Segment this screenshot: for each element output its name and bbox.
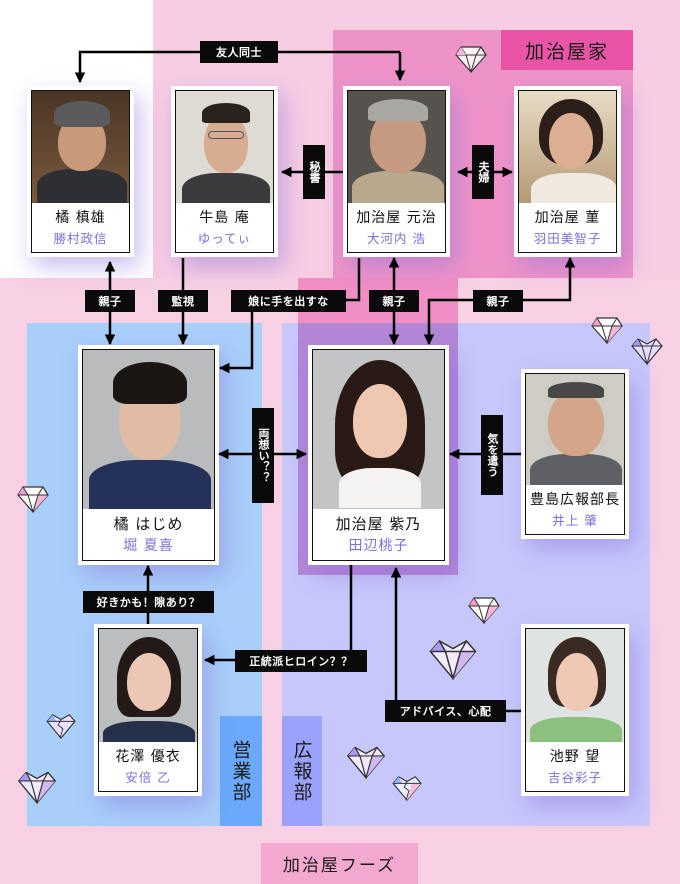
company-label-text: 加治屋フーズ bbox=[282, 856, 397, 876]
relation-tag-parent-child-sumire: 親子 bbox=[473, 290, 523, 312]
portrait-photo bbox=[526, 629, 624, 742]
role-name: 橘 はじめ bbox=[113, 515, 184, 533]
diamond-icon bbox=[17, 486, 49, 513]
character-card-hajime[interactable]: 橘 はじめ堀 夏喜 bbox=[78, 345, 219, 565]
role-name: 橘 槙雄 bbox=[55, 210, 106, 226]
company-label: 加治屋フーズ bbox=[261, 843, 418, 884]
heart-gem-icon bbox=[429, 640, 477, 680]
character-card-toyoshima[interactable]: 豊島広報部長井上 肇 bbox=[521, 369, 629, 539]
diamond-icon bbox=[455, 46, 487, 73]
actor-name: 羽田美智子 bbox=[533, 231, 602, 246]
actor-name: 勝村政信 bbox=[53, 231, 108, 246]
relation-text: 好きかも！隙あり？ bbox=[96, 596, 201, 609]
character-card-makio[interactable]: 橘 槙雄勝村政信 bbox=[27, 86, 134, 257]
relation-tag-friends: 友人同士 bbox=[200, 41, 278, 63]
portrait-photo bbox=[83, 350, 214, 509]
role-name: 加治屋 元治 bbox=[356, 210, 437, 226]
relation-tag-watch: 監視 bbox=[158, 290, 208, 312]
relation-text: 気を遣う bbox=[486, 433, 499, 477]
pr-dept-label: 広報部 bbox=[282, 716, 322, 826]
relation-tag-secretary: 秘書 bbox=[303, 145, 325, 199]
relation-text: 親子 bbox=[486, 295, 510, 308]
sales-dept-label: 営業部 bbox=[220, 716, 262, 826]
character-card-nozomi[interactable]: 池野 望吉谷彩子 bbox=[521, 624, 629, 796]
family-label: 加治屋家 bbox=[501, 30, 633, 70]
role-name: 豊島広報部長 bbox=[530, 492, 620, 508]
relation-tag-considerate: 気を遣う bbox=[481, 415, 503, 495]
relation-tag-parent-child-makio: 親子 bbox=[85, 290, 135, 312]
character-card-yui[interactable]: 花澤 優衣安倍 乙 bbox=[94, 624, 202, 796]
relation-tag-mutual-love: 両想い？？ bbox=[252, 408, 274, 503]
actor-name: 井上 肇 bbox=[552, 513, 598, 528]
portrait-photo bbox=[99, 629, 197, 742]
family-label-text: 加治屋家 bbox=[524, 40, 609, 63]
role-name: 牛島 庵 bbox=[199, 210, 250, 226]
portrait-photo bbox=[313, 350, 444, 509]
portrait-photo bbox=[176, 91, 273, 203]
broken-heart-gem-icon bbox=[392, 776, 422, 801]
relation-tag-maybe-like: 好きかも！隙あり？ bbox=[83, 591, 214, 613]
role-name: 花澤 優衣 bbox=[115, 749, 181, 765]
pr-dept-label-text: 広報部 bbox=[290, 739, 313, 803]
relation-text: 親子 bbox=[98, 295, 122, 308]
role-name: 池野 望 bbox=[549, 749, 601, 765]
relation-tag-parent-child-motoharu: 親子 bbox=[369, 290, 419, 312]
relation-text: 監視 bbox=[171, 295, 195, 308]
relation-text: 親子 bbox=[382, 295, 406, 308]
actor-name: 大河内 浩 bbox=[367, 231, 426, 246]
relation-tag-advice: アドバイス、心配 bbox=[385, 700, 506, 722]
portrait-photo bbox=[32, 91, 129, 203]
heart-gem-icon bbox=[631, 338, 663, 365]
sales-dept-label-text: 営業部 bbox=[229, 739, 252, 803]
portrait-photo bbox=[348, 91, 445, 203]
actor-name: 田辺桃子 bbox=[348, 538, 409, 554]
relation-text: 正統派ヒロイン？？ bbox=[249, 655, 353, 668]
character-card-ushijima[interactable]: 牛島 庵ゆってぃ bbox=[171, 86, 278, 257]
character-card-shino[interactable]: 加治屋 紫乃田辺桃子 bbox=[308, 345, 449, 565]
relation-text: 友人同士 bbox=[216, 46, 262, 59]
character-card-sumire[interactable]: 加治屋 菫羽田美智子 bbox=[514, 86, 621, 257]
role-name: 加治屋 紫乃 bbox=[335, 515, 422, 533]
diamond-icon bbox=[468, 597, 500, 624]
relation-text: アドバイス、心配 bbox=[399, 705, 492, 718]
portrait-photo bbox=[526, 374, 624, 485]
relation-text: 両想い？？ bbox=[257, 428, 270, 483]
actor-name: 安倍 乙 bbox=[125, 770, 171, 785]
heart-gem-icon bbox=[346, 746, 386, 779]
actor-name: 堀 夏喜 bbox=[123, 538, 174, 554]
portrait-photo bbox=[519, 91, 616, 203]
actor-name: ゆってぃ bbox=[197, 231, 252, 246]
character-card-motoharu[interactable]: 加治屋 元治大河内 浩 bbox=[343, 86, 450, 257]
heart-gem-icon bbox=[17, 771, 57, 804]
actor-name: 吉谷彩子 bbox=[547, 770, 602, 785]
role-name: 加治屋 菫 bbox=[534, 210, 601, 226]
diamond-icon bbox=[591, 317, 623, 344]
relation-text: 秘書 bbox=[308, 161, 321, 183]
relation-tag-orthodox-heroine: 正統派ヒロイン？？ bbox=[235, 650, 367, 672]
relation-tag-married: 夫婦 bbox=[472, 145, 494, 199]
relation-text: 夫婦 bbox=[477, 161, 490, 183]
relation-text: 娘に手を出すな bbox=[248, 295, 329, 308]
broken-heart-gem-icon bbox=[46, 714, 76, 739]
relation-tag-hands-off: 娘に手を出すな bbox=[231, 290, 346, 312]
